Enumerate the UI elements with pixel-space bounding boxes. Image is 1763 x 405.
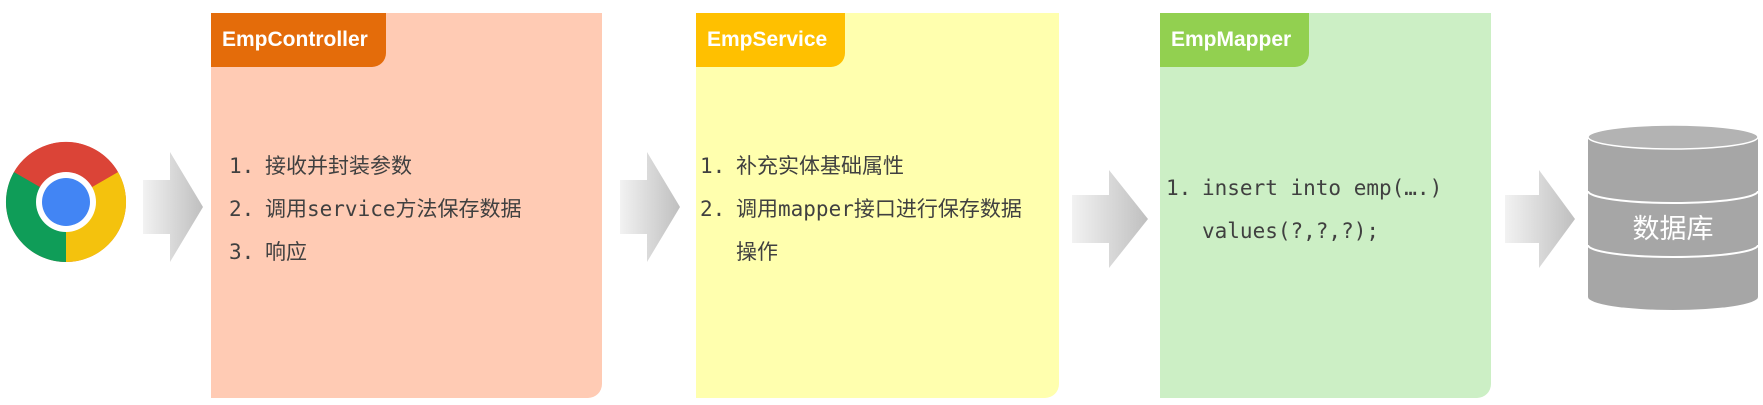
list-item: 2. 调用mapper接口进行保存数据 xyxy=(700,188,1022,231)
step-text: 调用service方法保存数据 xyxy=(265,197,522,221)
service-steps: 1. 补充实体基础属性 2. 调用mapper接口进行保存数据 操作 xyxy=(700,145,1022,274)
mapper-steps: 1. insert into emp(….) values(?,?,?); xyxy=(1166,167,1442,253)
controller-steps: 1. 接收并封装参数 2. 调用service方法保存数据 3. 响应 xyxy=(229,145,522,274)
flow-arrow-icon xyxy=(1072,170,1148,268)
step-text: 补充实体基础属性 xyxy=(736,154,904,178)
chrome-browser-icon xyxy=(5,141,127,262)
list-item: 1. insert into emp(….) xyxy=(1166,167,1442,210)
mapper-title: EmpMapper xyxy=(1160,13,1310,67)
step-number xyxy=(700,231,736,274)
service-panel: EmpService 1. 补充实体基础属性 2. 调用mapper接口进行保存数据… xyxy=(696,13,1059,398)
list-item: 操作 xyxy=(700,231,1022,274)
list-item: 1. 接收并封装参数 xyxy=(229,145,522,188)
step-text: 调用mapper接口进行保存数据 xyxy=(736,197,1022,221)
step-number: 1. xyxy=(1166,176,1192,200)
flow-arrow-icon xyxy=(143,152,203,262)
list-item: 1. 补充实体基础属性 xyxy=(700,145,1022,188)
list-item: 3. 响应 xyxy=(229,231,522,274)
database-icon xyxy=(1587,124,1759,310)
step-text: 操作 xyxy=(736,240,778,264)
step-number: 2. xyxy=(229,197,255,221)
step-number xyxy=(1166,210,1202,253)
service-title: EmpService xyxy=(696,13,846,67)
step-text: 接收并封装参数 xyxy=(265,154,412,178)
step-number: 3. xyxy=(229,240,255,264)
mapper-panel: EmpMapper 1. insert into emp(….) values(?… xyxy=(1160,13,1491,398)
controller-panel: EmpController 1. 接收并封装参数 2. 调用service方法保存数… xyxy=(211,13,602,398)
step-text: insert into emp(….) xyxy=(1202,176,1443,200)
list-item: 2. 调用service方法保存数据 xyxy=(229,188,522,231)
flow-arrow-icon xyxy=(620,152,680,262)
step-number: 1. xyxy=(700,154,726,178)
step-number: 1. xyxy=(229,154,255,178)
step-text: values(?,?,?); xyxy=(1202,219,1380,243)
step-text: 响应 xyxy=(265,240,307,264)
database-label: 数据库 xyxy=(1632,214,1714,245)
controller-title: EmpController xyxy=(211,13,386,67)
flow-arrow-icon xyxy=(1505,170,1575,268)
list-item: values(?,?,?); xyxy=(1166,210,1442,253)
step-number: 2. xyxy=(700,197,726,221)
